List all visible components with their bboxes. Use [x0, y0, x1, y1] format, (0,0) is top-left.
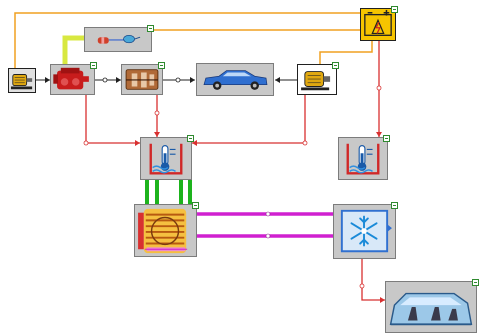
- coolant-lines: [145, 180, 192, 204]
- mechanical-nodes: [102, 77, 181, 83]
- junction-node[interactable]: [154, 110, 160, 116]
- block-tag: [158, 62, 165, 69]
- battery-block[interactable]: [360, 6, 398, 41]
- thermal-line-motor-cooling[interactable]: [192, 95, 306, 144]
- thermometer-water-icon: [346, 143, 380, 175]
- signal-line-battery-generator[interactable]: [14, 12, 360, 70]
- arrowhead: [380, 297, 385, 303]
- battery-cooling-block[interactable]: [338, 135, 390, 180]
- thermal-line-engine-cooling[interactable]: [85, 95, 140, 144]
- arrowhead: [192, 140, 197, 146]
- thermometer-water-icon: [149, 143, 183, 175]
- arrowhead: [154, 132, 160, 137]
- fuel-cartridge-icon: [97, 34, 141, 44]
- car-icon: [203, 70, 268, 90]
- block-tag: [187, 135, 194, 142]
- arrowhead: [135, 140, 140, 146]
- hydraulic-line-cartridge-engine[interactable]: [62, 35, 85, 64]
- block-tag: [90, 62, 97, 69]
- junction-node[interactable]: [175, 77, 181, 83]
- thermal-arrowheads: [135, 132, 385, 303]
- radiator-block[interactable]: [134, 202, 199, 257]
- block-tag: [391, 202, 398, 209]
- fuel-cartridge-block[interactable]: [84, 25, 154, 52]
- thermal-line-ac-cabin[interactable]: [361, 259, 385, 301]
- gearbox-icon: [125, 69, 159, 90]
- block-tag: [391, 6, 398, 13]
- junction-node[interactable]: [359, 283, 365, 289]
- cabin-block[interactable]: [385, 279, 479, 333]
- junction-node[interactable]: [376, 85, 382, 91]
- mechanical-arrowheads: [45, 77, 280, 83]
- arrowhead: [45, 77, 50, 83]
- signal-lines: [14, 12, 373, 70]
- arrowhead: [190, 77, 195, 83]
- junction-node[interactable]: [265, 211, 271, 217]
- block-tag: [472, 279, 479, 286]
- refrigerant-nodes: [265, 211, 271, 239]
- generator-block[interactable]: [8, 68, 36, 93]
- signal-line-battery-motor[interactable]: [319, 41, 373, 66]
- junction-node[interactable]: [102, 77, 108, 83]
- thermal-nodes: [83, 85, 382, 289]
- snowflake-icon: [340, 209, 392, 253]
- motor-icon: [301, 71, 331, 91]
- ac-condenser-block[interactable]: [333, 202, 398, 259]
- block-tag: [192, 202, 199, 209]
- gearbox-block[interactable]: [121, 62, 165, 95]
- arrowhead: [275, 77, 280, 83]
- engine-block[interactable]: [50, 62, 97, 95]
- block-tag: [147, 25, 154, 32]
- radiator-icon: [138, 208, 188, 254]
- block-tag: [383, 135, 390, 142]
- junction-node[interactable]: [302, 140, 308, 146]
- generator-icon: [10, 74, 33, 90]
- hydraulic-lines: [62, 35, 85, 64]
- engine-icon: [53, 67, 89, 90]
- refrigerant-lines: [197, 212, 333, 238]
- electric-motor-block[interactable]: [297, 62, 339, 95]
- junction-node[interactable]: [265, 233, 271, 239]
- car-cabin-seats-icon: [389, 292, 473, 326]
- vehicle-block[interactable]: [196, 63, 274, 96]
- block-tag: [332, 62, 339, 69]
- arrowhead: [116, 77, 121, 83]
- arrowhead: [376, 132, 382, 137]
- battery-lightning-icon: [364, 9, 392, 36]
- engine-cooling-block[interactable]: [140, 135, 194, 180]
- junction-node[interactable]: [83, 140, 89, 146]
